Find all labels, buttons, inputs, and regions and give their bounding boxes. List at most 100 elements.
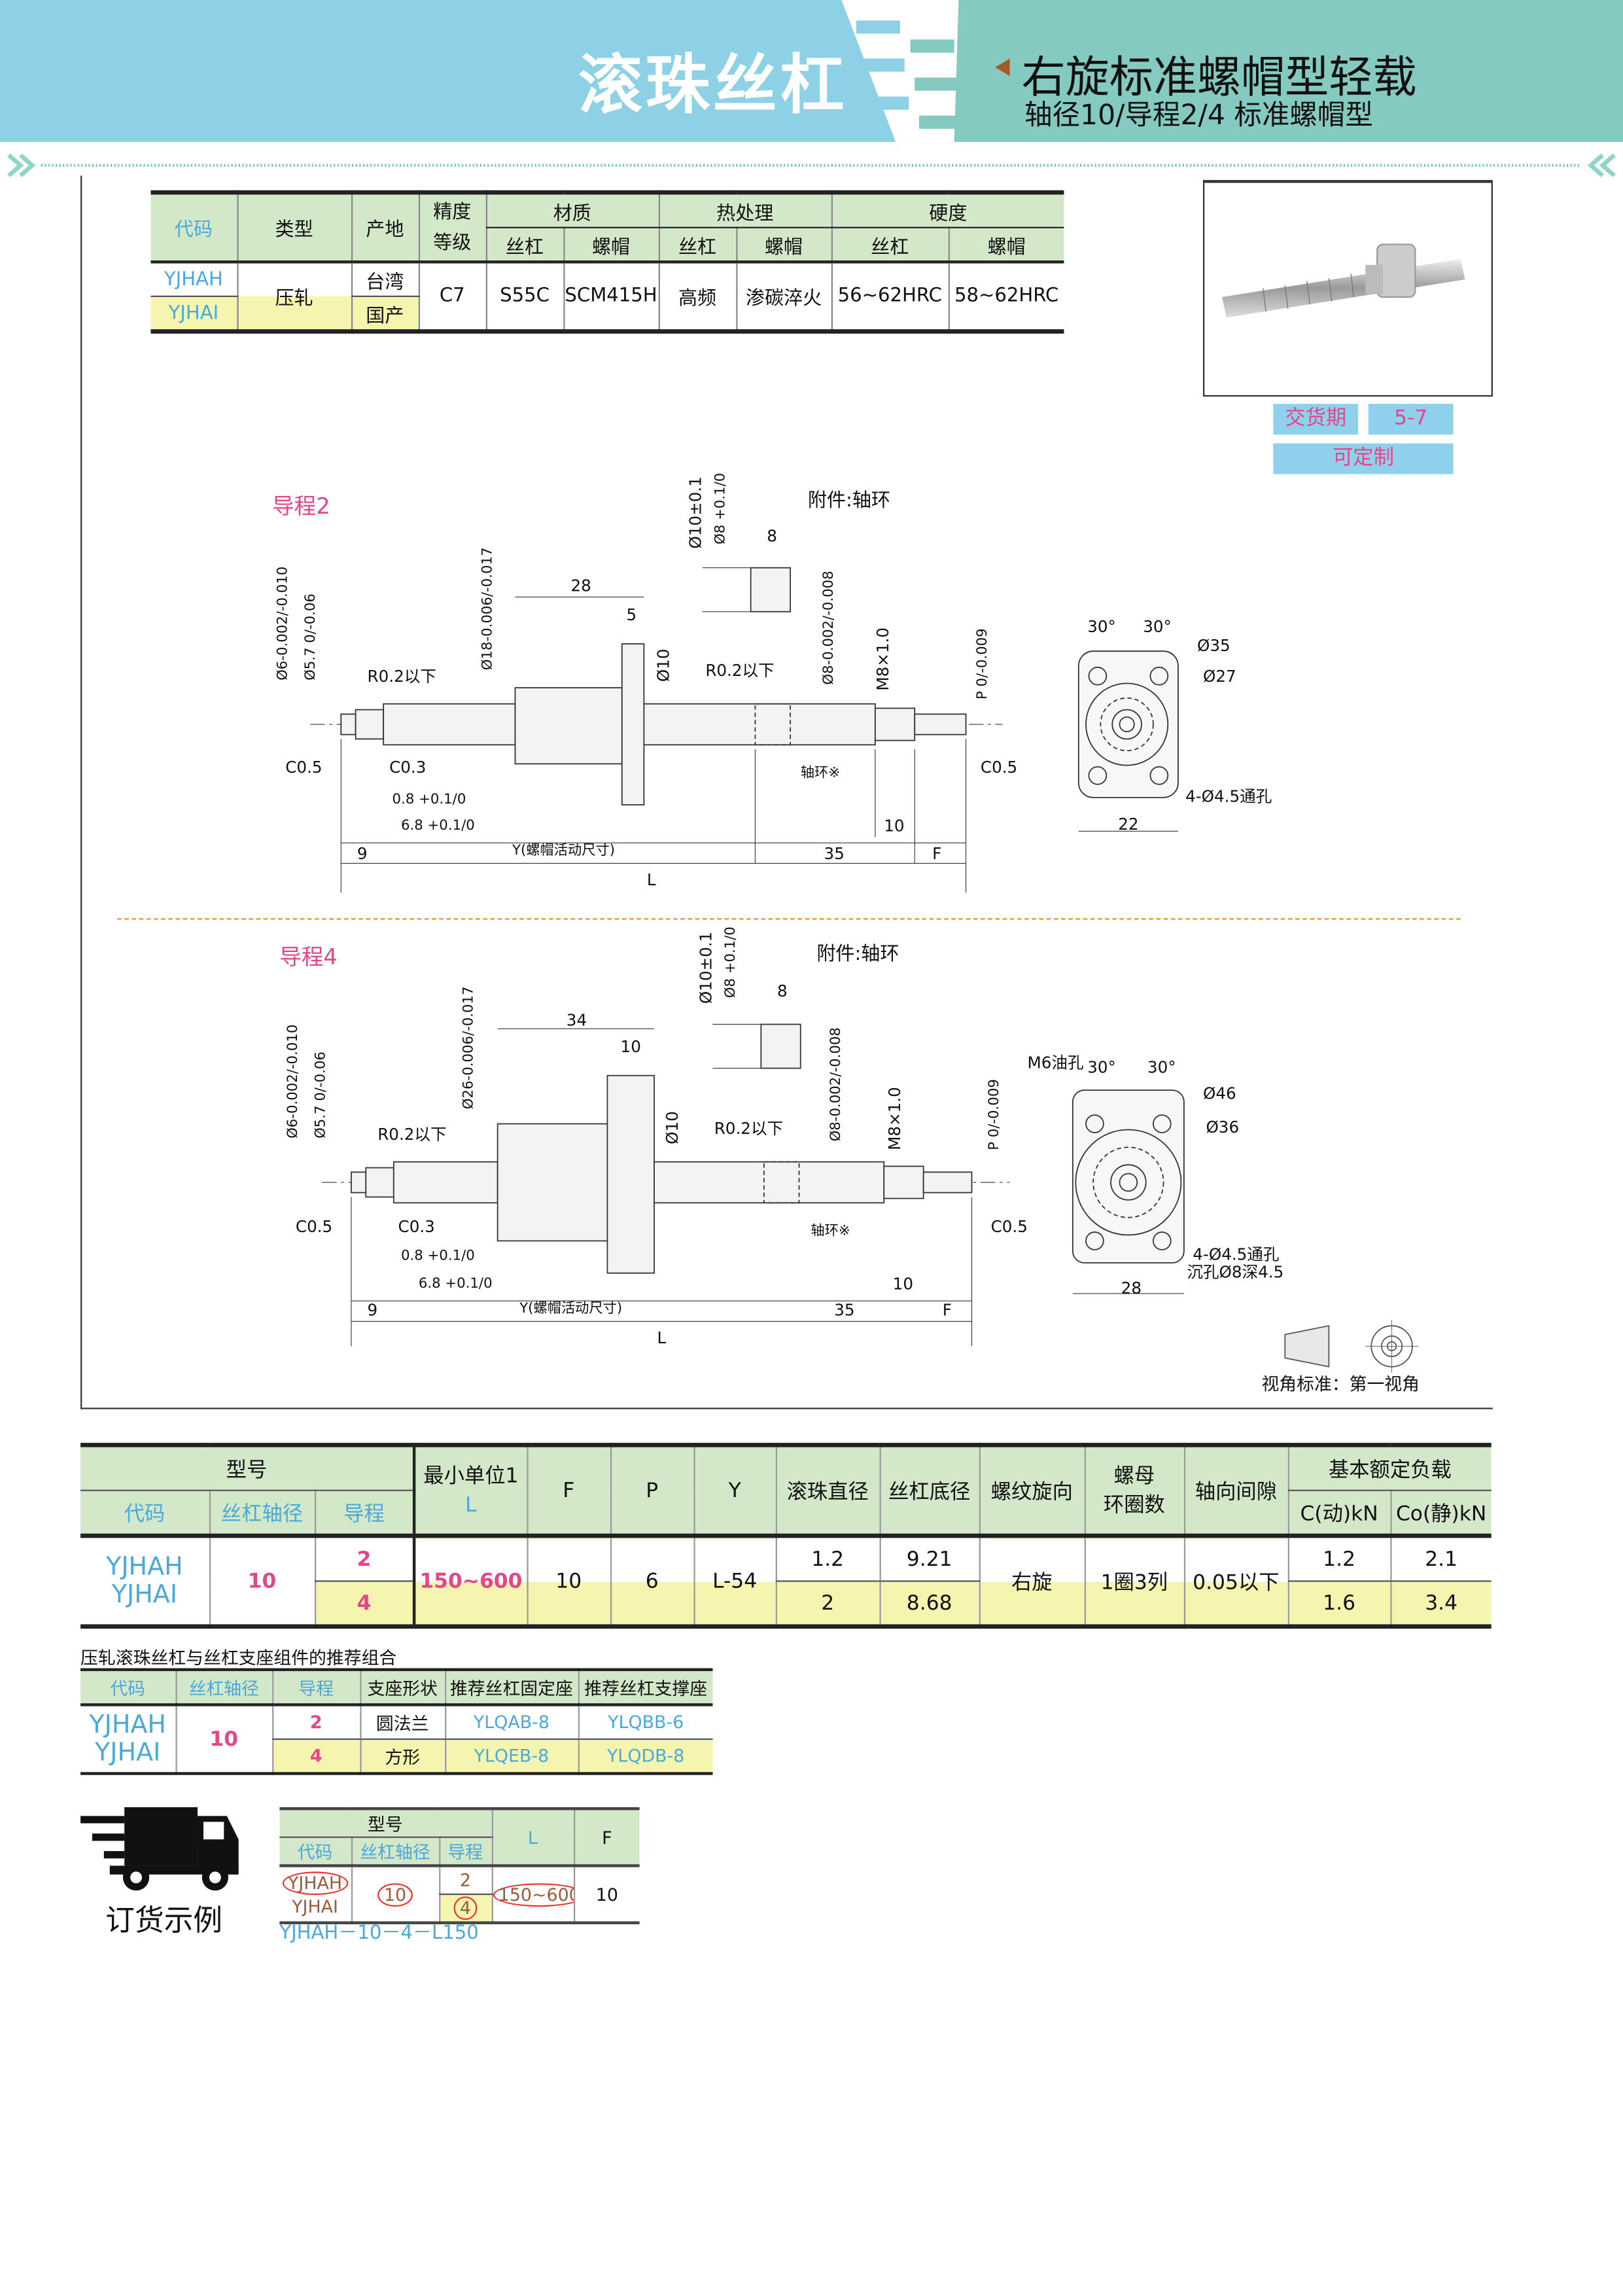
rec-lead: 2 [271,1704,360,1740]
co-static-1: 2.1 [1389,1536,1492,1582]
dimension-label: C0.5 [991,1217,1028,1236]
spec-type: 压轧 [236,262,351,332]
dimension-label: P 0/-0.009 [974,628,990,699]
co-static-2: 3.4 [1389,1581,1492,1627]
dimension-label: Ø10 [663,1111,682,1144]
dimension-label: Ø36 [1206,1118,1239,1137]
thread-direction: 右旋 [978,1536,1085,1627]
rec-fixed-link[interactable]: YLQEB-8 [444,1739,578,1774]
dimension-label: Ø8-0.002/-0.008 [828,1027,844,1141]
spec-header-hardness: 硬度 [830,192,1064,228]
dimension-label: R0.2以下 [714,1119,783,1138]
dimension-label: F [932,844,941,863]
spec-header-nut: 螺帽 [735,227,831,264]
dimension-label: R0.2以下 [377,1125,446,1144]
header-c-dynamic: C(动)kN [1287,1490,1391,1536]
ball-diameter-1: 1.2 [775,1536,880,1582]
dimension-label: 轴环※ [801,765,840,781]
order-header-l: L [491,1809,574,1866]
dimension-label: 4-Ø4.5通孔 [1193,1245,1279,1264]
truck-icon [80,1807,239,1891]
rec-fixed-link[interactable]: YLQAB-8 [444,1704,578,1740]
order-example-code: YJHAH－10－4－L150 [279,1922,479,1945]
spec-origin-taiwan: 台湾 [350,262,419,297]
dimension-label: Ø5.7 0/-0.06 [302,593,319,680]
rec-shape: 圆法兰 [359,1704,445,1740]
order-lead-4-selected: 4 [453,1896,477,1920]
spec-code-yjhai: YJHAI [150,296,237,332]
order-code-alt: YJHAI [292,1896,338,1916]
dimension-label: Ø18-0.006/-0.017 [480,548,496,671]
lead-4: 4 [313,1581,415,1627]
rec-diameter: 10 [175,1704,273,1774]
dimension-label: L [647,870,656,889]
order-length: 150~600 [493,1882,574,1906]
attachment-title-lead-4: 附件:轴环 [816,942,899,964]
spec-header-screw: 丝杠 [657,227,737,264]
dimension-label: Ø35 [1197,636,1230,655]
rec-header-support: 推荐丝杠支撑座 [577,1669,713,1705]
root-diameter-1: 9.21 [879,1536,979,1582]
dimension-label: 9 [357,844,368,863]
dimension-label: 30° [1087,617,1116,636]
dimension-label: 8 [777,981,788,1000]
rec-caption: 压轧滚珠丝杠与丝杠支座组件的推荐组合 [80,1648,397,1669]
delivery-label-badge: 交货期 [1273,404,1359,435]
ball-screw-image [1222,243,1465,318]
dimension-label: 22 [1118,815,1138,834]
dimension-label: 35 [824,844,845,863]
dimension-label: 30° [1143,617,1172,636]
spec-header-precision: 精度等级 [417,192,486,264]
dimension-label: Ø26-0.006/-0.017 [461,986,477,1109]
order-code-selected: YJHAH [282,1871,349,1895]
technical-drawings: 导程2 附件:轴环 导程4 附件:轴环 视角标准：第一视角 Ø6-0.002/-… [116,473,1461,1395]
dimension-label: Y(螺帽活动尺寸) [512,842,615,858]
spec-heat-screw: 高频 [657,262,737,332]
header-lead: 导程 [313,1490,415,1536]
dimension-label: Ø8-0.002/-0.008 [820,571,837,684]
rec-support-link[interactable]: YLQDB-8 [577,1739,713,1774]
c-dynamic-1: 1.2 [1287,1536,1391,1582]
dotted-separator [7,153,1616,177]
spec-code-yjhah: YJHAH [150,262,237,297]
drawing-title-lead-2: 导程2 [272,493,330,519]
header-ball-diameter: 滚珠直径 [775,1445,880,1536]
dimension-label: 35 [834,1301,854,1320]
header-y: Y [693,1445,776,1536]
header-turns-1: 螺母 [1113,1464,1155,1488]
spec-header-origin: 产地 [350,192,419,264]
code-yjhai: YJHAI [111,1580,178,1609]
rec-support-link[interactable]: YLQBB-6 [577,1704,713,1740]
dimension-label: C0.5 [285,758,322,777]
header-load: 基本额定负载 [1287,1445,1492,1491]
dimension-label: C0.5 [296,1217,332,1236]
code-yjhah: YJHAH [106,1551,183,1581]
dimension-label: Ø10±0.1 [686,476,705,548]
product-subtitle: 轴径10/导程2/4 标准螺帽型 [1024,99,1373,132]
drawing-lead-2 [310,567,1179,893]
dimension-label: Y(螺帽活动尺寸) [519,1300,622,1316]
dimension-label: 0.8 +0.1/0 [401,1248,475,1264]
dimension-label: R0.2以下 [705,661,774,680]
spec-header-screw: 丝杠 [830,227,949,264]
dimension-label: 10 [884,816,904,835]
order-header-f: F [572,1809,640,1866]
spec-header-screw: 丝杠 [485,227,564,264]
dimension-label: Ø27 [1203,667,1236,686]
header-root-diameter: 丝杠底径 [879,1445,979,1536]
dimension-label: 28 [571,576,591,595]
dimension-label: 9 [368,1301,378,1320]
content-frame [80,175,1493,1409]
dimension-label: L [657,1328,667,1347]
spec-hardness-screw: 56~62HRC [830,262,949,332]
root-diameter-2: 8.68 [879,1581,979,1627]
attachment-title-lead-2: 附件:轴环 [808,489,890,511]
rec-code-yjhah: YJHAH [89,1710,167,1739]
dimension-label: Ø5.7 0/-0.06 [313,1051,329,1139]
diameter-value: 10 [208,1536,315,1627]
rec-header-code: 代码 [110,1678,146,1699]
header-thread-direction: 螺纹旋向 [978,1445,1085,1536]
header-banner [0,0,1623,142]
spec-material-screw: S55C [485,262,564,332]
